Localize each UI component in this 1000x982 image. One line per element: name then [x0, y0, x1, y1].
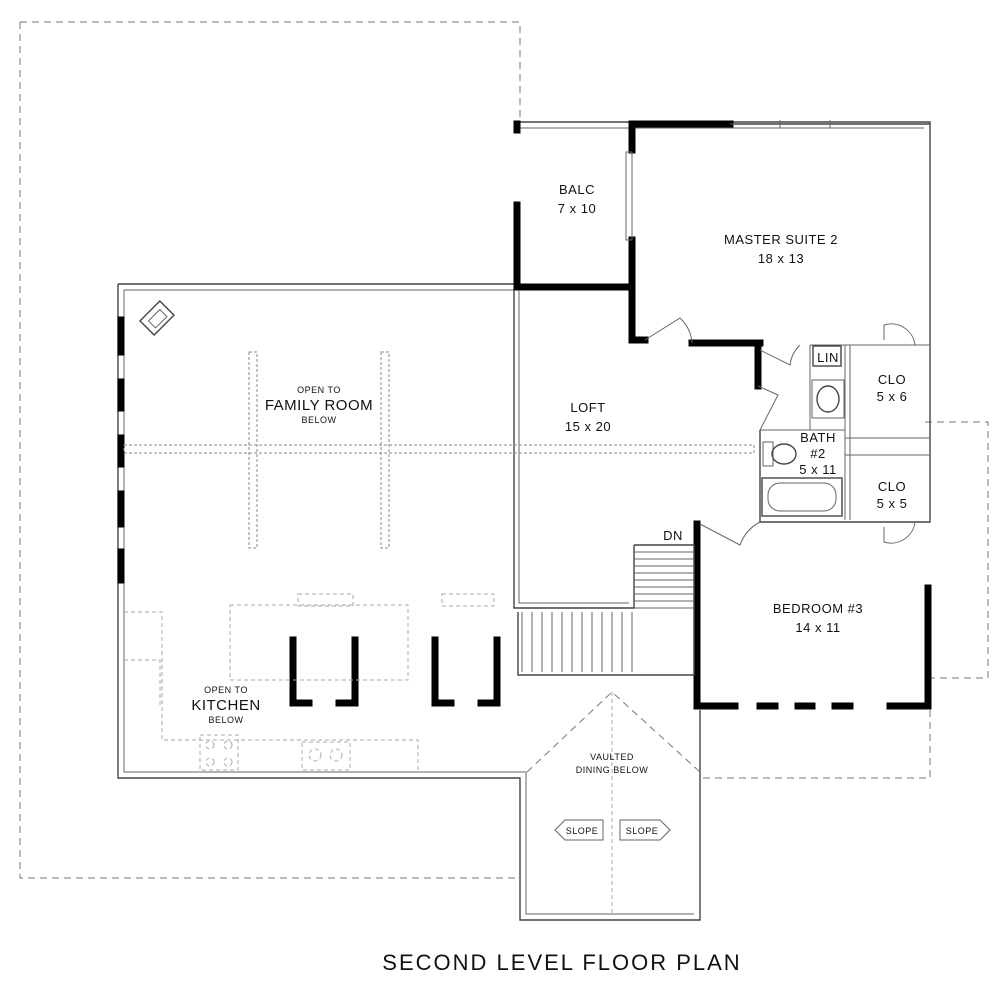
- dining-label: VAULTED DINING BELOW SLOPE SLOPE: [566, 752, 659, 836]
- linen-label: LIN: [817, 350, 839, 365]
- roof-outline: [19, 21, 989, 879]
- dining-line-1: VAULTED: [590, 752, 634, 762]
- kitchen-label: OPEN TO KITCHEN BELOW: [191, 685, 260, 725]
- bath-size: 5 x 11: [799, 462, 836, 477]
- loft-size: 15 x 20: [565, 419, 611, 434]
- family-room-top: OPEN TO: [297, 385, 341, 395]
- kitchen-below: [124, 593, 495, 771]
- bath-name: BATH: [800, 430, 836, 445]
- dining-line-2: DINING BELOW: [576, 765, 649, 775]
- kitchen-top: OPEN TO: [204, 685, 248, 695]
- family-room-label: OPEN TO FAMILY ROOM BELOW: [265, 385, 373, 425]
- master-suite-label: MASTER SUITE 2 18 x 13: [724, 232, 838, 266]
- kitchen-name: KITCHEN: [191, 697, 260, 714]
- slope-right-label: SLOPE: [626, 826, 659, 836]
- kitchen-bottom: BELOW: [208, 715, 243, 725]
- door-swings: [644, 317, 916, 546]
- family-room-bottom: BELOW: [301, 415, 336, 425]
- balcony-size: 7 x 10: [558, 201, 596, 216]
- closet-1-label: CLO 5 x 6: [877, 372, 908, 404]
- beams: [123, 351, 755, 549]
- vaulted-dining: [526, 691, 701, 914]
- bedroom-label: BEDROOM #3 14 x 11: [773, 601, 863, 635]
- loft-label: LOFT 15 x 20: [565, 400, 611, 434]
- bedroom-size: 14 x 11: [795, 620, 840, 635]
- stair: [517, 544, 695, 676]
- closet-2-name: CLO: [878, 479, 906, 494]
- bath-fixtures: [761, 345, 845, 517]
- interior-lines: [513, 120, 931, 609]
- master-suite-name: MASTER SUITE 2: [724, 232, 838, 247]
- bath-label: BATH #2 5 x 11: [799, 430, 836, 477]
- bath-number: #2: [810, 446, 825, 461]
- family-room-name: FAMILY ROOM: [265, 397, 373, 414]
- fireplace: [139, 300, 175, 336]
- balcony-label: BALC 7 x 10: [558, 182, 596, 216]
- closet-2-label: CLO 5 x 5: [877, 479, 908, 511]
- slope-left-label: SLOPE: [566, 826, 599, 836]
- stair-down-label: DN: [663, 528, 683, 543]
- closet-1-size: 5 x 6: [877, 389, 908, 404]
- master-suite-size: 18 x 13: [758, 251, 804, 266]
- closet-1-name: CLO: [878, 372, 906, 387]
- walls: [117, 120, 932, 710]
- loft-name: LOFT: [570, 400, 605, 415]
- closet-2-size: 5 x 5: [877, 496, 908, 511]
- bedroom-name: BEDROOM #3: [773, 601, 863, 616]
- plan-title: SECOND LEVEL FLOOR PLAN: [382, 950, 741, 975]
- balcony-name: BALC: [559, 182, 595, 197]
